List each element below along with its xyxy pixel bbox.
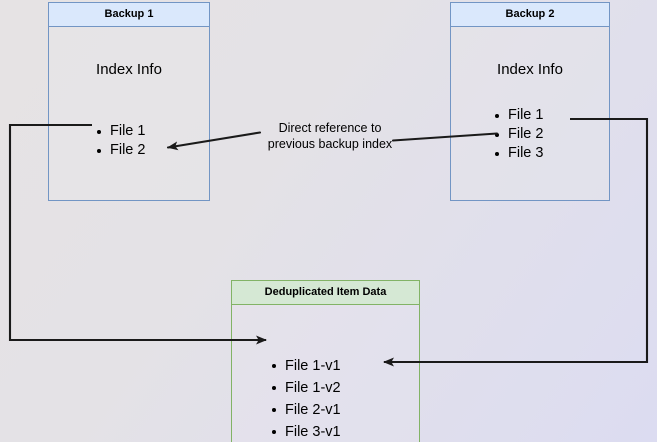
list-item: File 2-v1	[270, 399, 341, 421]
backup1-index-info-label: Index Info	[96, 61, 162, 78]
dedup-file-list: File 1-v1 File 1-v2 File 2-v1 File 3-v1	[270, 355, 341, 442]
list-item: File 2	[95, 141, 145, 160]
backup1-header: Backup 1	[49, 3, 209, 27]
caption-line-2: previous backup index	[267, 137, 393, 151]
caption-line-1: Direct reference to	[278, 121, 382, 135]
list-item: File 3	[493, 144, 543, 163]
backup1-file-list: File 1 File 2	[95, 122, 145, 160]
backup1-body: Index Info File 1 File 2	[49, 27, 209, 200]
list-item: File 1-v2	[270, 377, 341, 399]
backup2-file-list: File 1 File 2 File 3	[493, 106, 543, 163]
list-item: File 2	[493, 125, 543, 144]
backup2-body: Index Info File 1 File 2 File 3	[451, 27, 609, 200]
dedup-body: File 1-v1 File 1-v2 File 2-v1 File 3-v1	[232, 305, 419, 442]
backup1-box: Backup 1 Index Info File 1 File 2	[48, 2, 210, 201]
deduplicated-item-data-box: Deduplicated Item Data File 1-v1 File 1-…	[231, 280, 420, 442]
list-item: File 1	[95, 122, 145, 141]
dedup-header: Deduplicated Item Data	[232, 281, 419, 305]
list-item: File 1-v1	[270, 355, 341, 377]
direct-reference-caption: Direct reference to previous backup inde…	[245, 120, 415, 152]
backup2-header: Backup 2	[451, 3, 609, 27]
list-item: File 1	[493, 106, 543, 125]
backup2-index-info-label: Index Info	[497, 61, 563, 78]
backup2-box: Backup 2 Index Info File 1 File 2 File 3	[450, 2, 610, 201]
list-item: File 3-v1	[270, 421, 341, 442]
